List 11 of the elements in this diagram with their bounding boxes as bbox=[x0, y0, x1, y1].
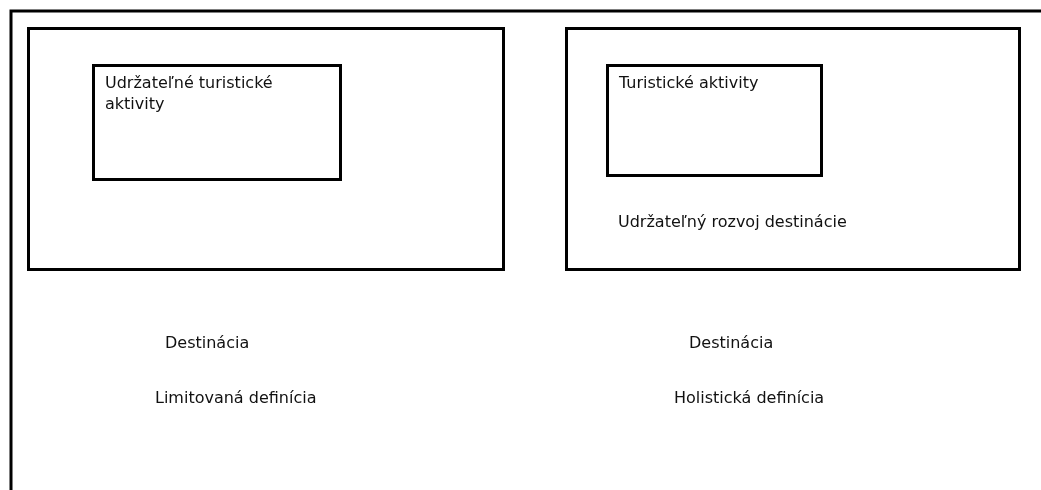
caption-text: Holistická definícia bbox=[674, 388, 825, 407]
inner-box bbox=[92, 64, 342, 181]
caption-text: Limitovaná definícia bbox=[155, 388, 317, 407]
caption-text: Destinácia bbox=[689, 333, 774, 352]
inner-box bbox=[606, 64, 823, 177]
box-label: Turistické aktivity bbox=[619, 73, 760, 94]
outer-box bbox=[27, 27, 505, 271]
box-label: Udržateľné turistické aktivity bbox=[105, 73, 274, 115]
outer-box bbox=[565, 27, 1021, 271]
caption-text: Destinácia bbox=[165, 333, 250, 352]
box-label: Udržateľný rozvoj destinácie bbox=[618, 212, 848, 233]
